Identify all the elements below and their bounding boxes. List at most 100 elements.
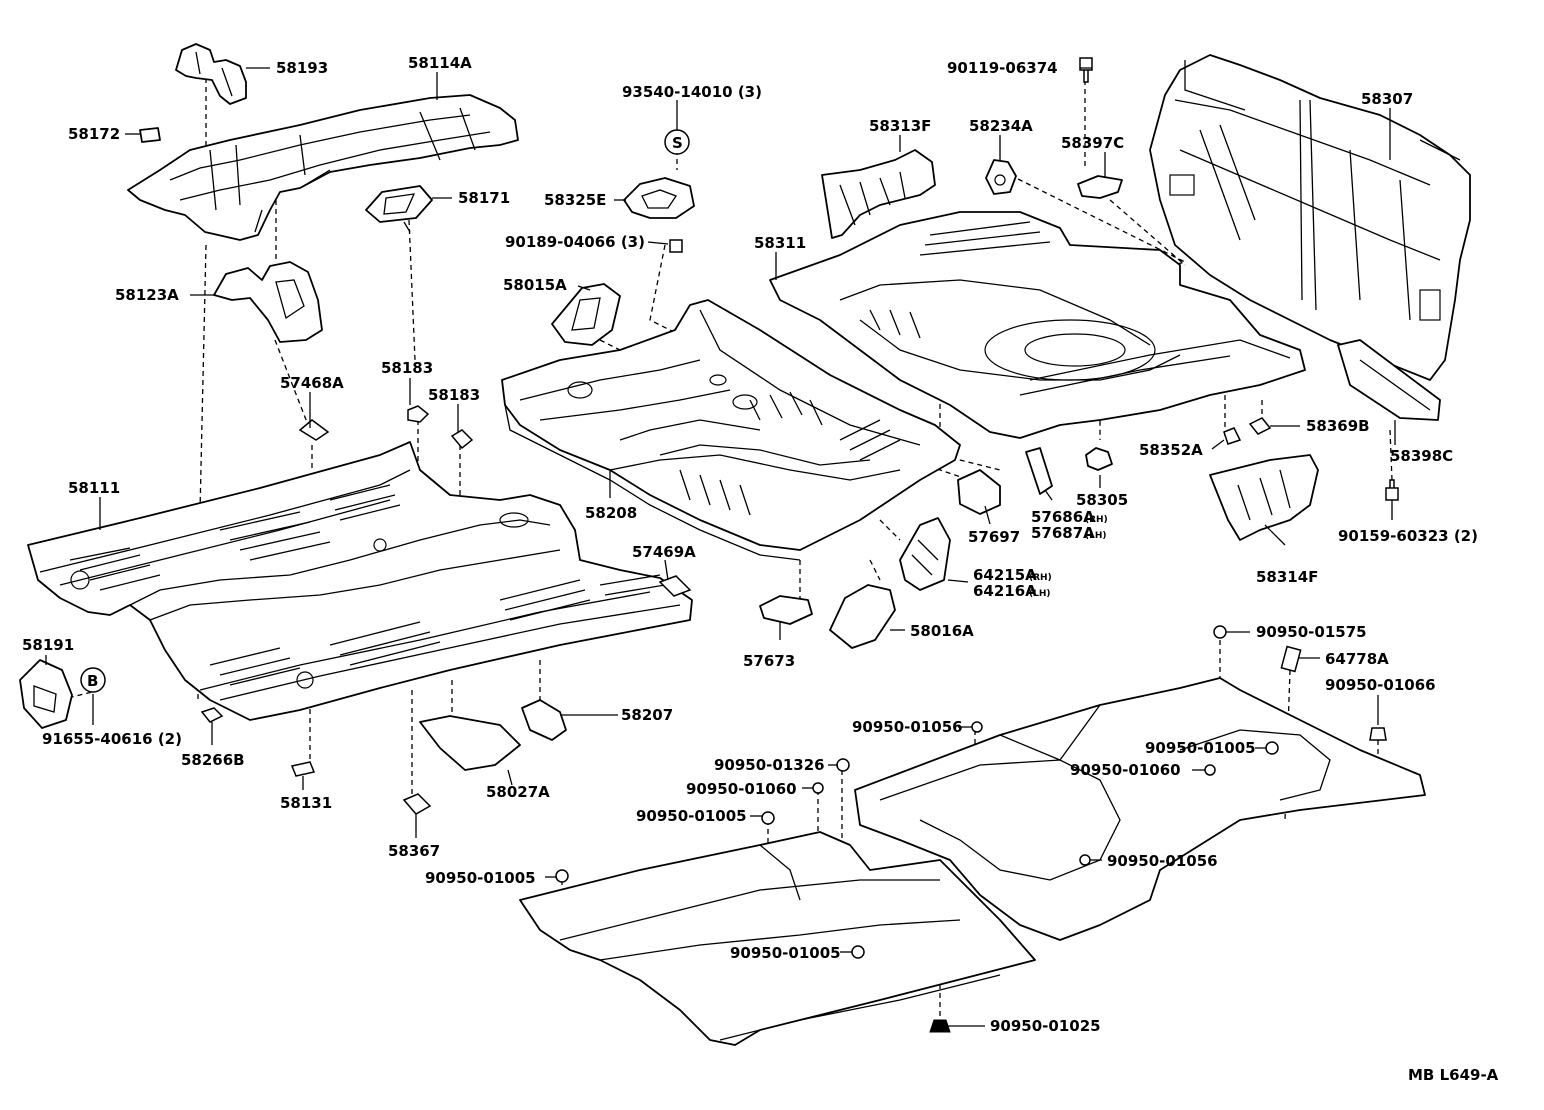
label-58398C: 58398C bbox=[1390, 447, 1453, 465]
bolt-90159-60323 bbox=[1385, 479, 1399, 501]
label-58369B: 58369B bbox=[1306, 417, 1370, 435]
part-57673-plug bbox=[759, 595, 813, 625]
clip-58131 bbox=[290, 761, 316, 777]
part-58123A-brace bbox=[213, 261, 323, 343]
part-58398C-bracket bbox=[1337, 339, 1441, 421]
bolt-90119-06374 bbox=[1079, 57, 1093, 83]
label-58131: 58131 bbox=[280, 794, 332, 812]
label-58183-a: 58183 bbox=[381, 359, 433, 377]
part-64215A-bracket bbox=[899, 517, 951, 591]
part-front-floor-silencer bbox=[519, 831, 1036, 1046]
label-91655: 91655-40616 (2) bbox=[42, 730, 182, 748]
plug-90950-01005a bbox=[1265, 741, 1279, 755]
plug-90950-01575 bbox=[1213, 625, 1227, 639]
label-90950-01025: 90950-01025 bbox=[990, 1017, 1101, 1035]
label-90950-01005-c: 90950-01005 bbox=[425, 869, 536, 887]
tape-64778A bbox=[1280, 645, 1302, 673]
part-58016A-pad bbox=[829, 584, 896, 649]
part-58305-clip bbox=[1085, 447, 1113, 471]
footer-diagram-code: MB L649-A bbox=[1408, 1066, 1499, 1084]
clip-58183b bbox=[450, 429, 474, 450]
part-58207-bracket bbox=[521, 699, 567, 741]
label-58352A: 58352A bbox=[1139, 441, 1203, 459]
label-90950-01575: 90950-01575 bbox=[1256, 623, 1367, 641]
plug-90950-01060a bbox=[1204, 764, 1216, 776]
clip-57469A bbox=[658, 575, 692, 597]
label-64778A: 64778A bbox=[1325, 650, 1389, 668]
label-58314F: 58314F bbox=[1256, 568, 1318, 586]
clip-58183a bbox=[407, 405, 430, 423]
label-57687A-side: (LH) bbox=[1085, 531, 1107, 541]
plug-90950-01005c bbox=[555, 869, 569, 883]
plug-90950-01025 bbox=[929, 1019, 951, 1033]
part-number-labels: 58193 58114A 58172 58171 58123A 93540-14… bbox=[22, 54, 1499, 1084]
clip-58367 bbox=[402, 793, 432, 815]
label-58193: 58193 bbox=[276, 59, 328, 77]
part-58191-bracket bbox=[19, 659, 73, 729]
part-58171-bracket bbox=[365, 185, 433, 233]
plug-90950-01005b bbox=[761, 811, 775, 825]
circle-b-marker bbox=[80, 667, 106, 693]
label-58207: 58207 bbox=[621, 706, 673, 724]
label-58311: 58311 bbox=[754, 234, 806, 252]
hardware-fasteners bbox=[200, 57, 1399, 1033]
label-58266B: 58266B bbox=[181, 751, 245, 769]
part-58234A-clip bbox=[985, 159, 1017, 195]
label-64216A-side: (LH) bbox=[1029, 589, 1051, 599]
circle-b-letter: B bbox=[87, 672, 98, 690]
label-90950-01005-d: 90950-01005 bbox=[730, 944, 841, 962]
label-58397C: 58397C bbox=[1061, 134, 1124, 152]
clip-58369B bbox=[1248, 417, 1272, 435]
part-58027A-bracket bbox=[419, 715, 521, 771]
clip-57468A bbox=[298, 419, 330, 441]
plug-90950-01060b bbox=[812, 782, 824, 794]
part-58111-front-floor-pan bbox=[27, 441, 693, 721]
part-rear-floor-silencer bbox=[854, 677, 1426, 941]
plug-90950-01066 bbox=[1369, 727, 1387, 741]
label-90189: 90189-04066 (3) bbox=[505, 233, 645, 251]
label-58183-b: 58183 bbox=[428, 386, 480, 404]
label-90950-01060-b: 90950-01060 bbox=[686, 780, 797, 798]
circled-reference-letters: S B bbox=[80, 129, 690, 693]
label-58191: 58191 bbox=[22, 636, 74, 654]
label-58208: 58208 bbox=[585, 504, 637, 522]
part-58114A-floor-member bbox=[127, 94, 519, 241]
label-90950-01326: 90950-01326 bbox=[714, 756, 825, 774]
label-90950-01060-a: 90950-01060 bbox=[1070, 761, 1181, 779]
clip-58352A bbox=[1223, 427, 1242, 445]
label-57686A-side: (RH) bbox=[1085, 515, 1108, 525]
label-90159: 90159-60323 (2) bbox=[1338, 527, 1478, 545]
label-58015A: 58015A bbox=[503, 276, 567, 294]
label-64216A: 64216A bbox=[973, 582, 1037, 600]
label-58307: 58307 bbox=[1361, 90, 1413, 108]
leader-lines bbox=[45, 67, 1396, 1027]
plug-90950-01326 bbox=[836, 758, 850, 772]
label-93540: 93540-14010 (3) bbox=[622, 83, 762, 101]
part-58193-bracket bbox=[175, 43, 247, 105]
part-58172-clip bbox=[139, 127, 161, 143]
label-90950-01056-b: 90950-01056 bbox=[1107, 852, 1218, 870]
circle-s-letter: S bbox=[672, 134, 683, 152]
part-57686A-bracket bbox=[1025, 447, 1053, 495]
label-57697: 57697 bbox=[968, 528, 1020, 546]
label-58305: 58305 bbox=[1076, 491, 1128, 509]
part-58397C-bracket bbox=[1077, 175, 1123, 199]
label-90950-01005-a: 90950-01005 bbox=[1145, 739, 1256, 757]
label-57469A: 57469A bbox=[632, 543, 696, 561]
clip-58266B bbox=[200, 707, 224, 723]
label-57687A: 57687A bbox=[1031, 524, 1095, 542]
part-58313F-panel bbox=[821, 149, 936, 239]
part-58325E-bracket bbox=[623, 177, 695, 219]
label-58325E: 58325E bbox=[544, 191, 606, 209]
plug-90950-01056a bbox=[971, 721, 983, 733]
label-58313F: 58313F bbox=[869, 117, 931, 135]
label-90950-01005-b: 90950-01005 bbox=[636, 807, 747, 825]
plug-90950-01005d bbox=[851, 945, 865, 959]
label-58172: 58172 bbox=[68, 125, 120, 143]
label-90950-01056-a: 90950-01056 bbox=[852, 718, 963, 736]
part-57697-bracket bbox=[957, 469, 1001, 515]
label-57686A: 57686A bbox=[1031, 508, 1095, 526]
label-58171: 58171 bbox=[458, 189, 510, 207]
label-58027A: 58027A bbox=[486, 783, 550, 801]
